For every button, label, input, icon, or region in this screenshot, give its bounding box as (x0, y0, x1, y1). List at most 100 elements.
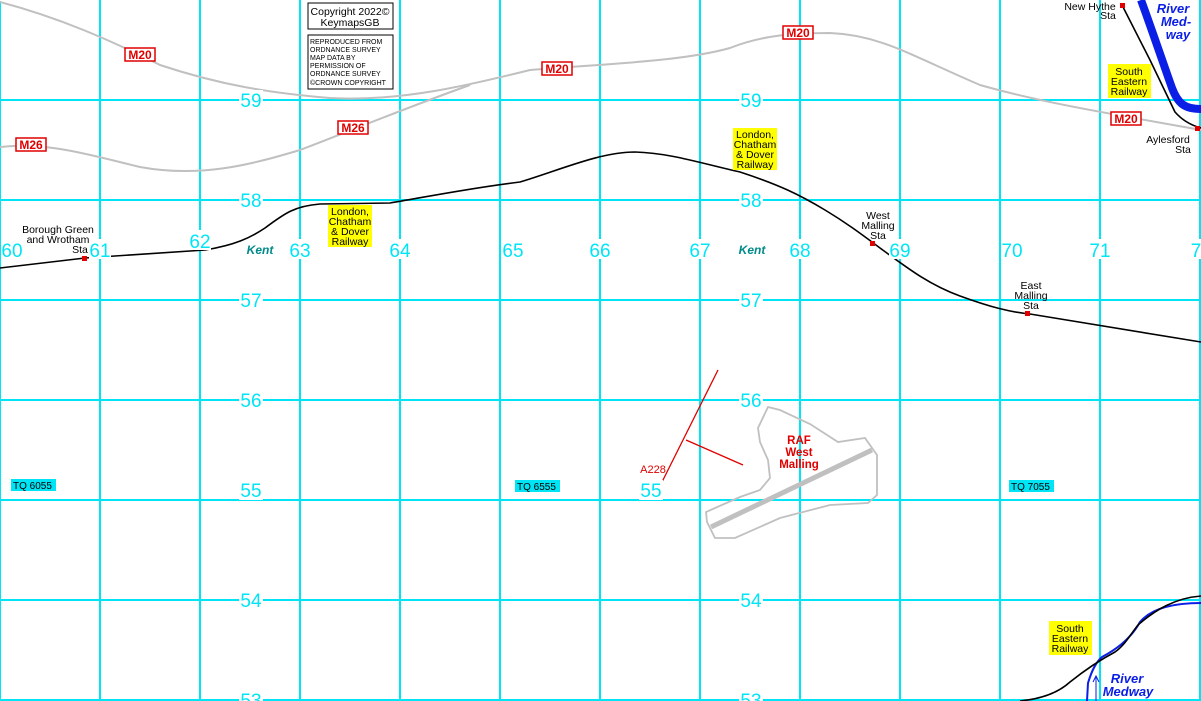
runway (709, 447, 874, 530)
northing-labels: 59 59 58 58 57 57 56 56 55 55 54 54 53 5… (239, 90, 763, 701)
svg-text:Sta: Sta (870, 230, 886, 242)
svg-text:71: 71 (1089, 241, 1110, 262)
m26-motorway (0, 84, 471, 173)
svg-text:M20: M20 (128, 48, 152, 62)
county-label: Kent (739, 243, 767, 257)
svg-text:Chatham: Chatham (329, 216, 372, 228)
svg-text:64: 64 (389, 241, 411, 262)
river-medway-top (1137, 0, 1201, 113)
svg-text:RAF: RAF (787, 435, 811, 447)
svg-text:Medway: Medway (1103, 684, 1154, 699)
m26-badge: M26 (337, 120, 369, 135)
svg-text:59: 59 (740, 91, 761, 112)
svg-text:Sta: Sta (1023, 300, 1039, 312)
county-label: Kent (247, 243, 275, 257)
svg-text:West: West (785, 447, 812, 459)
svg-text:Copyright 2022©: Copyright 2022© (311, 6, 390, 18)
svg-text:Eastern: Eastern (1111, 76, 1147, 88)
m20-motorway (0, 1, 1201, 131)
m26-badge: M26 (15, 137, 47, 152)
svg-text:55: 55 (240, 481, 261, 502)
river-arrow-icon (1092, 674, 1100, 701)
svg-text:East: East (1020, 280, 1041, 292)
svg-text:& Dover: & Dover (736, 149, 774, 161)
svg-text:56: 56 (240, 391, 261, 412)
svg-text:TQ 7055: TQ 7055 (1011, 482, 1050, 493)
svg-text:Chatham: Chatham (734, 139, 777, 151)
svg-text:River: River (1111, 671, 1144, 686)
london-chatham-dover-railway (0, 151, 1201, 343)
m20-badge: M20 (1110, 111, 1142, 126)
svg-text:69: 69 (889, 241, 910, 262)
svg-text:Borough Green: Borough Green (22, 224, 94, 236)
svg-text:66: 66 (589, 241, 610, 262)
svg-text:M20: M20 (1114, 112, 1138, 126)
easting-labels: 60 61 62 63 64 65 66 67 68 69 70 71 7 (1, 230, 1201, 262)
svg-text:63: 63 (289, 241, 310, 262)
svg-text:Sta: Sta (72, 244, 88, 256)
svg-text:TQ 6055: TQ 6055 (13, 481, 52, 492)
svg-text:New Hythe: New Hythe (1064, 1, 1116, 13)
svg-text:54: 54 (240, 591, 262, 612)
svg-text:REPRODUCED FROM: REPRODUCED FROM (310, 39, 383, 46)
svg-text:M26: M26 (341, 121, 365, 135)
svg-text:& Dover: & Dover (331, 226, 369, 238)
airfield-boundary (705, 405, 878, 539)
svg-text:West: West (866, 210, 890, 222)
svg-text:London,: London, (736, 129, 774, 141)
a228-label: A228 (640, 464, 666, 476)
svg-text:7: 7 (1191, 241, 1201, 262)
svg-text:M20: M20 (545, 62, 569, 76)
grid-square-label: TQ 6055 (11, 479, 56, 492)
svg-text:and Wrotham: and Wrotham (27, 234, 90, 246)
svg-text:59: 59 (240, 91, 261, 112)
station-markers (82, 3, 1200, 316)
svg-text:53: 53 (740, 691, 761, 701)
svg-text:Med-: Med- (1161, 14, 1191, 29)
svg-text:57: 57 (740, 291, 761, 312)
svg-text:Railway: Railway (737, 159, 775, 171)
svg-text:Railway: Railway (1111, 86, 1149, 98)
svg-text:South: South (1056, 623, 1084, 635)
svg-text:way: way (1166, 27, 1191, 42)
svg-text:67: 67 (689, 241, 710, 262)
svg-text:61: 61 (89, 241, 110, 262)
svg-text:Railway: Railway (1052, 643, 1090, 655)
svg-text:70: 70 (1001, 241, 1022, 262)
svg-text:©CROWN COPYRIGHT: ©CROWN COPYRIGHT (310, 79, 387, 87)
svg-text:Sta: Sta (1175, 144, 1191, 156)
svg-text:London,: London, (331, 206, 369, 218)
svg-text:54: 54 (740, 591, 762, 612)
svg-text:TQ 6555: TQ 6555 (517, 482, 556, 493)
grid-square-label: TQ 6555 (515, 480, 560, 493)
svg-text:68: 68 (789, 241, 810, 262)
svg-text:ORDNANCE SURVEY: ORDNANCE SURVEY (310, 47, 381, 54)
svg-text:Railway: Railway (332, 236, 370, 248)
svg-text:M20: M20 (786, 26, 810, 40)
grid-square-label: TQ 7055 (1009, 480, 1054, 493)
m20-badge: M20 (782, 25, 814, 40)
svg-text:58: 58 (740, 191, 761, 212)
svg-text:Aylesford: Aylesford (1146, 134, 1190, 146)
svg-text:56: 56 (740, 391, 761, 412)
m20-badge: M20 (541, 61, 573, 76)
svg-text:Malling: Malling (779, 459, 819, 471)
south-eastern-railway-bottom (1019, 595, 1201, 701)
svg-text:57: 57 (240, 291, 261, 312)
svg-text:PERMISSION OF: PERMISSION OF (310, 63, 366, 70)
copyright-box: Copyright 2022© KeymapsGB (307, 2, 394, 30)
